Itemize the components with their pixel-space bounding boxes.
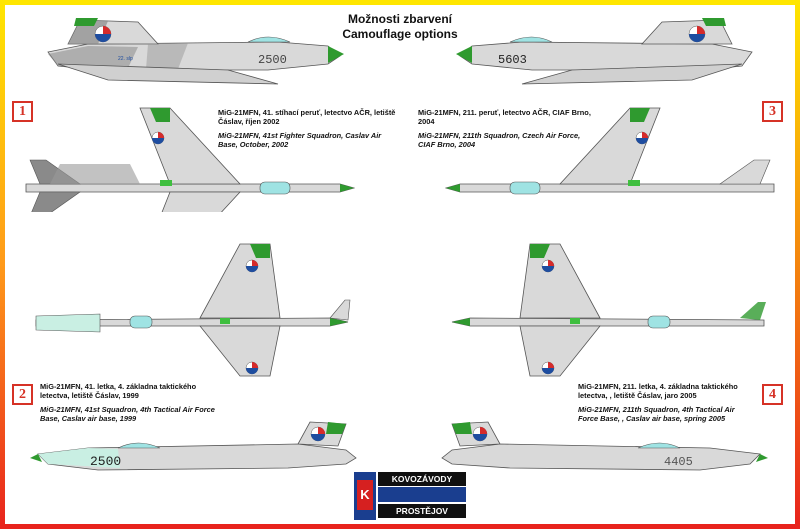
option-1-side-view: 22. slp 2500 — [47, 18, 344, 85]
frame-bottom — [0, 524, 800, 529]
logo-stripe — [378, 487, 466, 502]
option-number-4: 4 — [762, 384, 783, 405]
option-3-side-view: 5603 — [456, 18, 753, 85]
kovozavody-logo: K KOVOZÁVODY PROSTĚJOV — [354, 472, 466, 522]
frame-left — [0, 0, 5, 529]
option-4-caption-en: MiG-21MFN, 211th Squadron, 4th Tactical … — [578, 404, 735, 424]
option-2-caption-en: MiG-21MFN, 41st Squadron, 4th Tactical A… — [40, 404, 215, 424]
option-4-caption-cz: MiG-21MFN, 211. letka, 4. základna takti… — [578, 382, 738, 401]
option-4-caption: MiG-21MFN, 211. letka, 4. základna takti… — [578, 382, 756, 424]
option-3-top-view — [445, 107, 775, 195]
option-2-side-view: 2500 — [30, 421, 357, 471]
option-3-caption-en: MiG-21MFN, 211th Squadron, Czech Air For… — [418, 130, 581, 150]
option-1-caption-en: MiG-21MFN, 41st Fighter Squadron, Caslav… — [218, 130, 382, 150]
option-number-3: 3 — [762, 101, 783, 122]
page-subtitle: Camouflage options — [342, 27, 458, 41]
option-3-side-serial: 5603 — [498, 53, 527, 67]
logo-line-1: KOVOZÁVODY — [378, 472, 466, 486]
option-1-side-serial: 2500 — [258, 53, 287, 67]
option-2-caption-cz: MiG-21MFN, 41. letka, 4. základna taktic… — [40, 382, 197, 401]
page-title: Možnosti zbarvení — [347, 12, 452, 26]
fuselage — [47, 18, 344, 85]
option-1-top-view — [25, 107, 355, 212]
option-3-caption: MiG-21MFN, 211. peruť, letectvo AČR, CIA… — [418, 108, 596, 150]
option-2-side-serial: 2500 — [90, 454, 121, 469]
logo-mark-letter: K — [357, 480, 373, 510]
frame-right — [795, 0, 800, 529]
option-number-2: 2 — [12, 384, 33, 405]
option-4-side-view: 4405 — [441, 421, 768, 471]
option-1-caption-cz: MiG-21MFN, 41. stíhací peruť, letectvo A… — [218, 108, 396, 127]
option-2-caption: MiG-21MFN, 41. letka, 4. základna taktic… — [40, 382, 218, 424]
option-number-1: 1 — [12, 101, 33, 122]
logo-mark: K — [354, 472, 376, 520]
frame-top — [0, 0, 800, 5]
option-4-top-view — [451, 243, 766, 377]
option-1-caption: MiG-21MFN, 41. stíhací peruť, letectvo A… — [218, 108, 396, 150]
option-3-caption-cz: MiG-21MFN, 211. peruť, letectvo AČR, CIA… — [418, 108, 591, 127]
option-4-side-serial: 4405 — [664, 455, 693, 469]
logo-line-2: PROSTĚJOV — [378, 504, 466, 518]
option-1-tail-text: 22. slp — [118, 56, 133, 62]
option-2-top-view — [35, 243, 351, 377]
